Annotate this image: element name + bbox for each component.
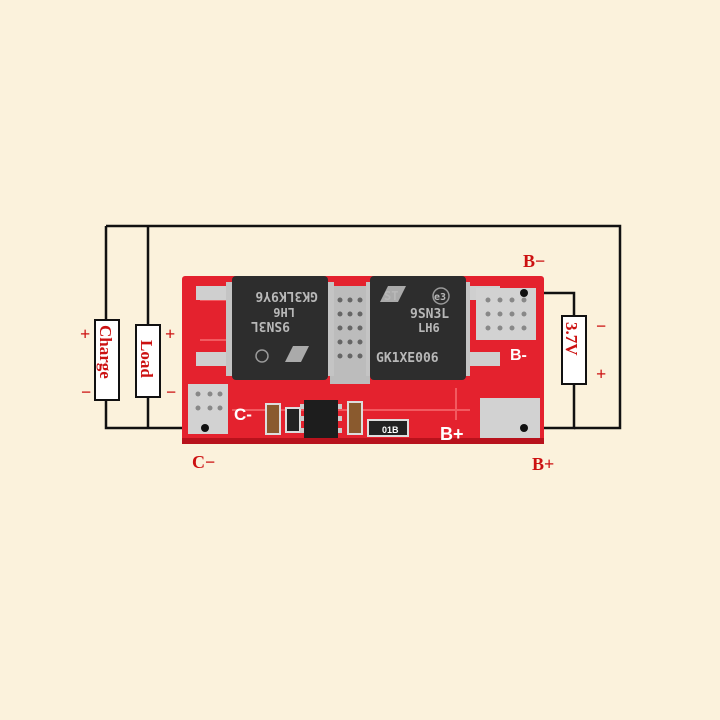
capacitor xyxy=(347,401,363,435)
mosfet-right-line3: GK1XE006 xyxy=(376,351,439,366)
mosfet-left-line3: 9SN3L xyxy=(251,318,290,333)
label-c-minus: C− xyxy=(192,452,215,472)
battery-label: 3.7V xyxy=(562,322,581,356)
charge-minus: − xyxy=(81,382,91,402)
battery-box xyxy=(561,315,587,385)
mosfet-left-line2: LH6 xyxy=(273,305,295,319)
resistor xyxy=(285,407,301,433)
mosfet-left-lead xyxy=(196,352,226,366)
mosfet-left-dot xyxy=(255,349,269,363)
pad-c-minus-vias xyxy=(195,391,223,411)
mosfet-left-lead xyxy=(196,286,226,300)
battery-plus: + xyxy=(596,364,606,384)
center-vias xyxy=(337,297,363,359)
load: Load + − xyxy=(135,324,176,402)
charge-label: Charge xyxy=(96,325,115,379)
pad-b-minus-vias xyxy=(485,297,527,331)
st-logo-icon xyxy=(380,286,406,302)
mosfet-left-line1: GK3LK9Y6 xyxy=(255,288,318,303)
label-b-plus: B+ xyxy=(532,454,554,474)
resistor-code: 01B xyxy=(382,425,399,435)
silk-b-plus: B+ xyxy=(440,424,464,444)
pcb-edge-shade xyxy=(182,438,544,444)
wire-charge-bottom xyxy=(104,398,205,430)
load-plus: + xyxy=(165,324,175,344)
mosfet-right-line1: 9SN3L xyxy=(410,307,449,322)
silk-c-minus: C- xyxy=(234,405,252,424)
terminal-b-plus xyxy=(520,424,528,432)
wire-outer-top xyxy=(106,224,622,430)
terminal-b-minus xyxy=(520,289,528,297)
st-logo-icon xyxy=(285,346,309,362)
silk-b-minus: B- xyxy=(510,347,527,364)
mosfet-right-logo: ST xyxy=(384,289,398,303)
protection-ic xyxy=(304,400,338,438)
terminal-c-minus xyxy=(201,424,209,432)
mosfet-right-code: e3 xyxy=(434,292,446,303)
charge-plus: + xyxy=(80,324,90,344)
charge-source: Charge + − xyxy=(80,319,120,402)
pad-b-minus xyxy=(476,288,536,340)
battery-minus: − xyxy=(596,316,606,336)
charge-box xyxy=(94,319,120,401)
capacitor xyxy=(265,403,281,435)
mosfet-right-lead xyxy=(466,352,500,366)
mosfet-right-line2: LH6 xyxy=(418,321,440,335)
load-label: Load xyxy=(137,340,156,378)
load-box xyxy=(135,324,161,398)
battery: 3.7V − + xyxy=(561,315,606,385)
load-minus: − xyxy=(166,382,176,402)
pcb-board: GK3LK9Y6 LH6 9SN3L ST e3 9SN3L LH6 GK1XE… xyxy=(182,276,544,444)
protection-ic-pins xyxy=(300,404,342,433)
pad-b-plus xyxy=(480,398,540,438)
smd-resistor xyxy=(367,419,409,437)
label-b-minus: B− xyxy=(523,251,545,271)
mosfet-right-dot xyxy=(432,287,450,305)
